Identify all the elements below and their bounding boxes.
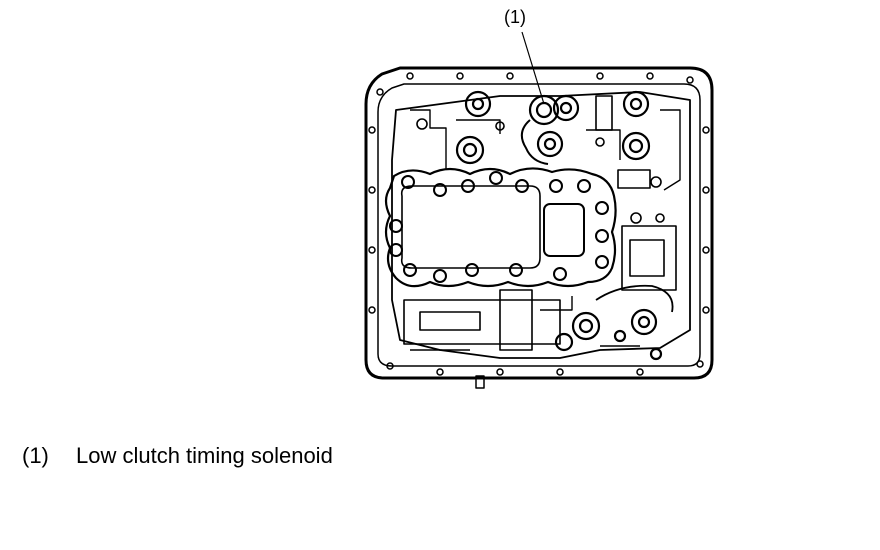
valve-body-diagram — [364, 31, 714, 389]
upper-small-bolts — [416, 118, 665, 224]
pan-bolt-holes — [368, 72, 710, 376]
drain-tab — [475, 375, 485, 389]
legend-item: (1) Low clutch timing solenoid — [22, 443, 333, 469]
legend: (1) Low clutch timing solenoid — [22, 443, 333, 469]
valve-body-drawing — [364, 31, 714, 389]
lower-valve-block — [403, 289, 561, 351]
separator-bolts — [389, 171, 609, 283]
lower-passages — [410, 296, 640, 351]
lower-solenoids — [554, 308, 663, 361]
oil-pan-inner-flange — [377, 83, 701, 367]
callout-leader-line — [521, 31, 545, 105]
right-harness — [595, 284, 674, 313]
solenoid-harness — [520, 119, 549, 165]
legend-item-number: (1) — [22, 443, 49, 468]
upper-solenoids — [455, 90, 651, 165]
separator-plate — [384, 167, 617, 288]
oil-pan-outline — [364, 66, 714, 380]
valve-body-plate — [391, 91, 691, 359]
inspection-window — [543, 203, 585, 257]
legend-item-description: Low clutch timing solenoid — [76, 443, 333, 468]
separator-plate-cutout — [400, 185, 541, 269]
right-valve-block — [621, 225, 677, 291]
callout-marker: (1) — [504, 7, 526, 27]
upper-passages — [410, 109, 681, 191]
